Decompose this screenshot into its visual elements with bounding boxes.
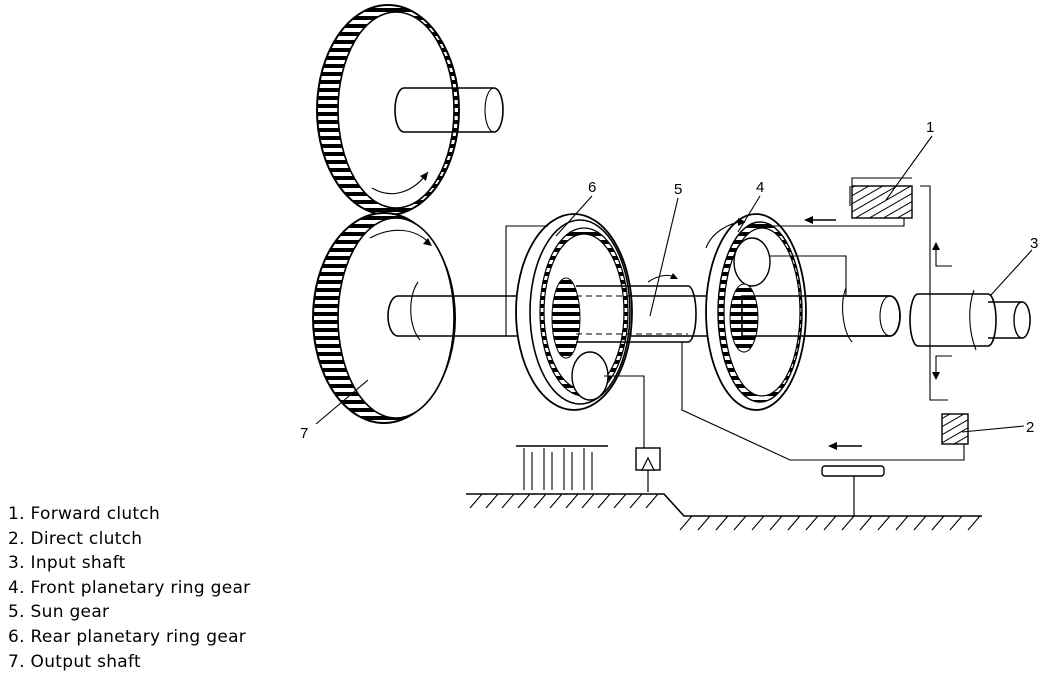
direct-clutch xyxy=(941,413,969,445)
leader-lines xyxy=(315,135,1033,433)
legend-item-output-shaft: 7. Output shaft xyxy=(8,651,141,672)
legend-item-direct-clutch: 2. Direct clutch xyxy=(8,528,143,549)
output-gear xyxy=(312,212,456,424)
callouts: 1 2 3 4 5 6 7 xyxy=(300,119,1038,442)
upper-gear xyxy=(316,4,504,216)
legend-item-forward-clutch: 1. Forward clutch xyxy=(8,504,161,524)
legend-item-rear-planetary-ring-gear: 6. Rear planetary ring gear xyxy=(8,626,247,647)
forward-clutch xyxy=(851,177,913,219)
callout-1: 1 xyxy=(926,119,934,136)
band-brake xyxy=(821,465,885,516)
callout-6: 6 xyxy=(588,179,596,196)
ground xyxy=(466,493,982,531)
callout-2: 2 xyxy=(1026,419,1034,436)
input-shaft xyxy=(909,289,1031,351)
callout-7: 7 xyxy=(300,425,308,442)
connection-lines xyxy=(505,185,965,461)
brake-assembly xyxy=(516,445,661,492)
legend-item-input-shaft: 3. Input shaft xyxy=(8,553,126,574)
callout-4: 4 xyxy=(756,179,764,196)
output-shaft xyxy=(387,281,901,343)
front-planetary-set xyxy=(705,213,901,411)
legend: 1. Forward clutch 2. Direct clutch 3. In… xyxy=(8,502,250,674)
legend-item-front-planetary-ring-gear: 4. Front planetary ring gear xyxy=(8,577,251,598)
rear-planetary-set xyxy=(515,213,645,448)
callout-5: 5 xyxy=(674,181,682,198)
callout-3: 3 xyxy=(1030,235,1038,252)
legend-item-sun-gear: 5. Sun gear xyxy=(8,602,110,623)
sun-gear-sleeve xyxy=(576,273,697,343)
